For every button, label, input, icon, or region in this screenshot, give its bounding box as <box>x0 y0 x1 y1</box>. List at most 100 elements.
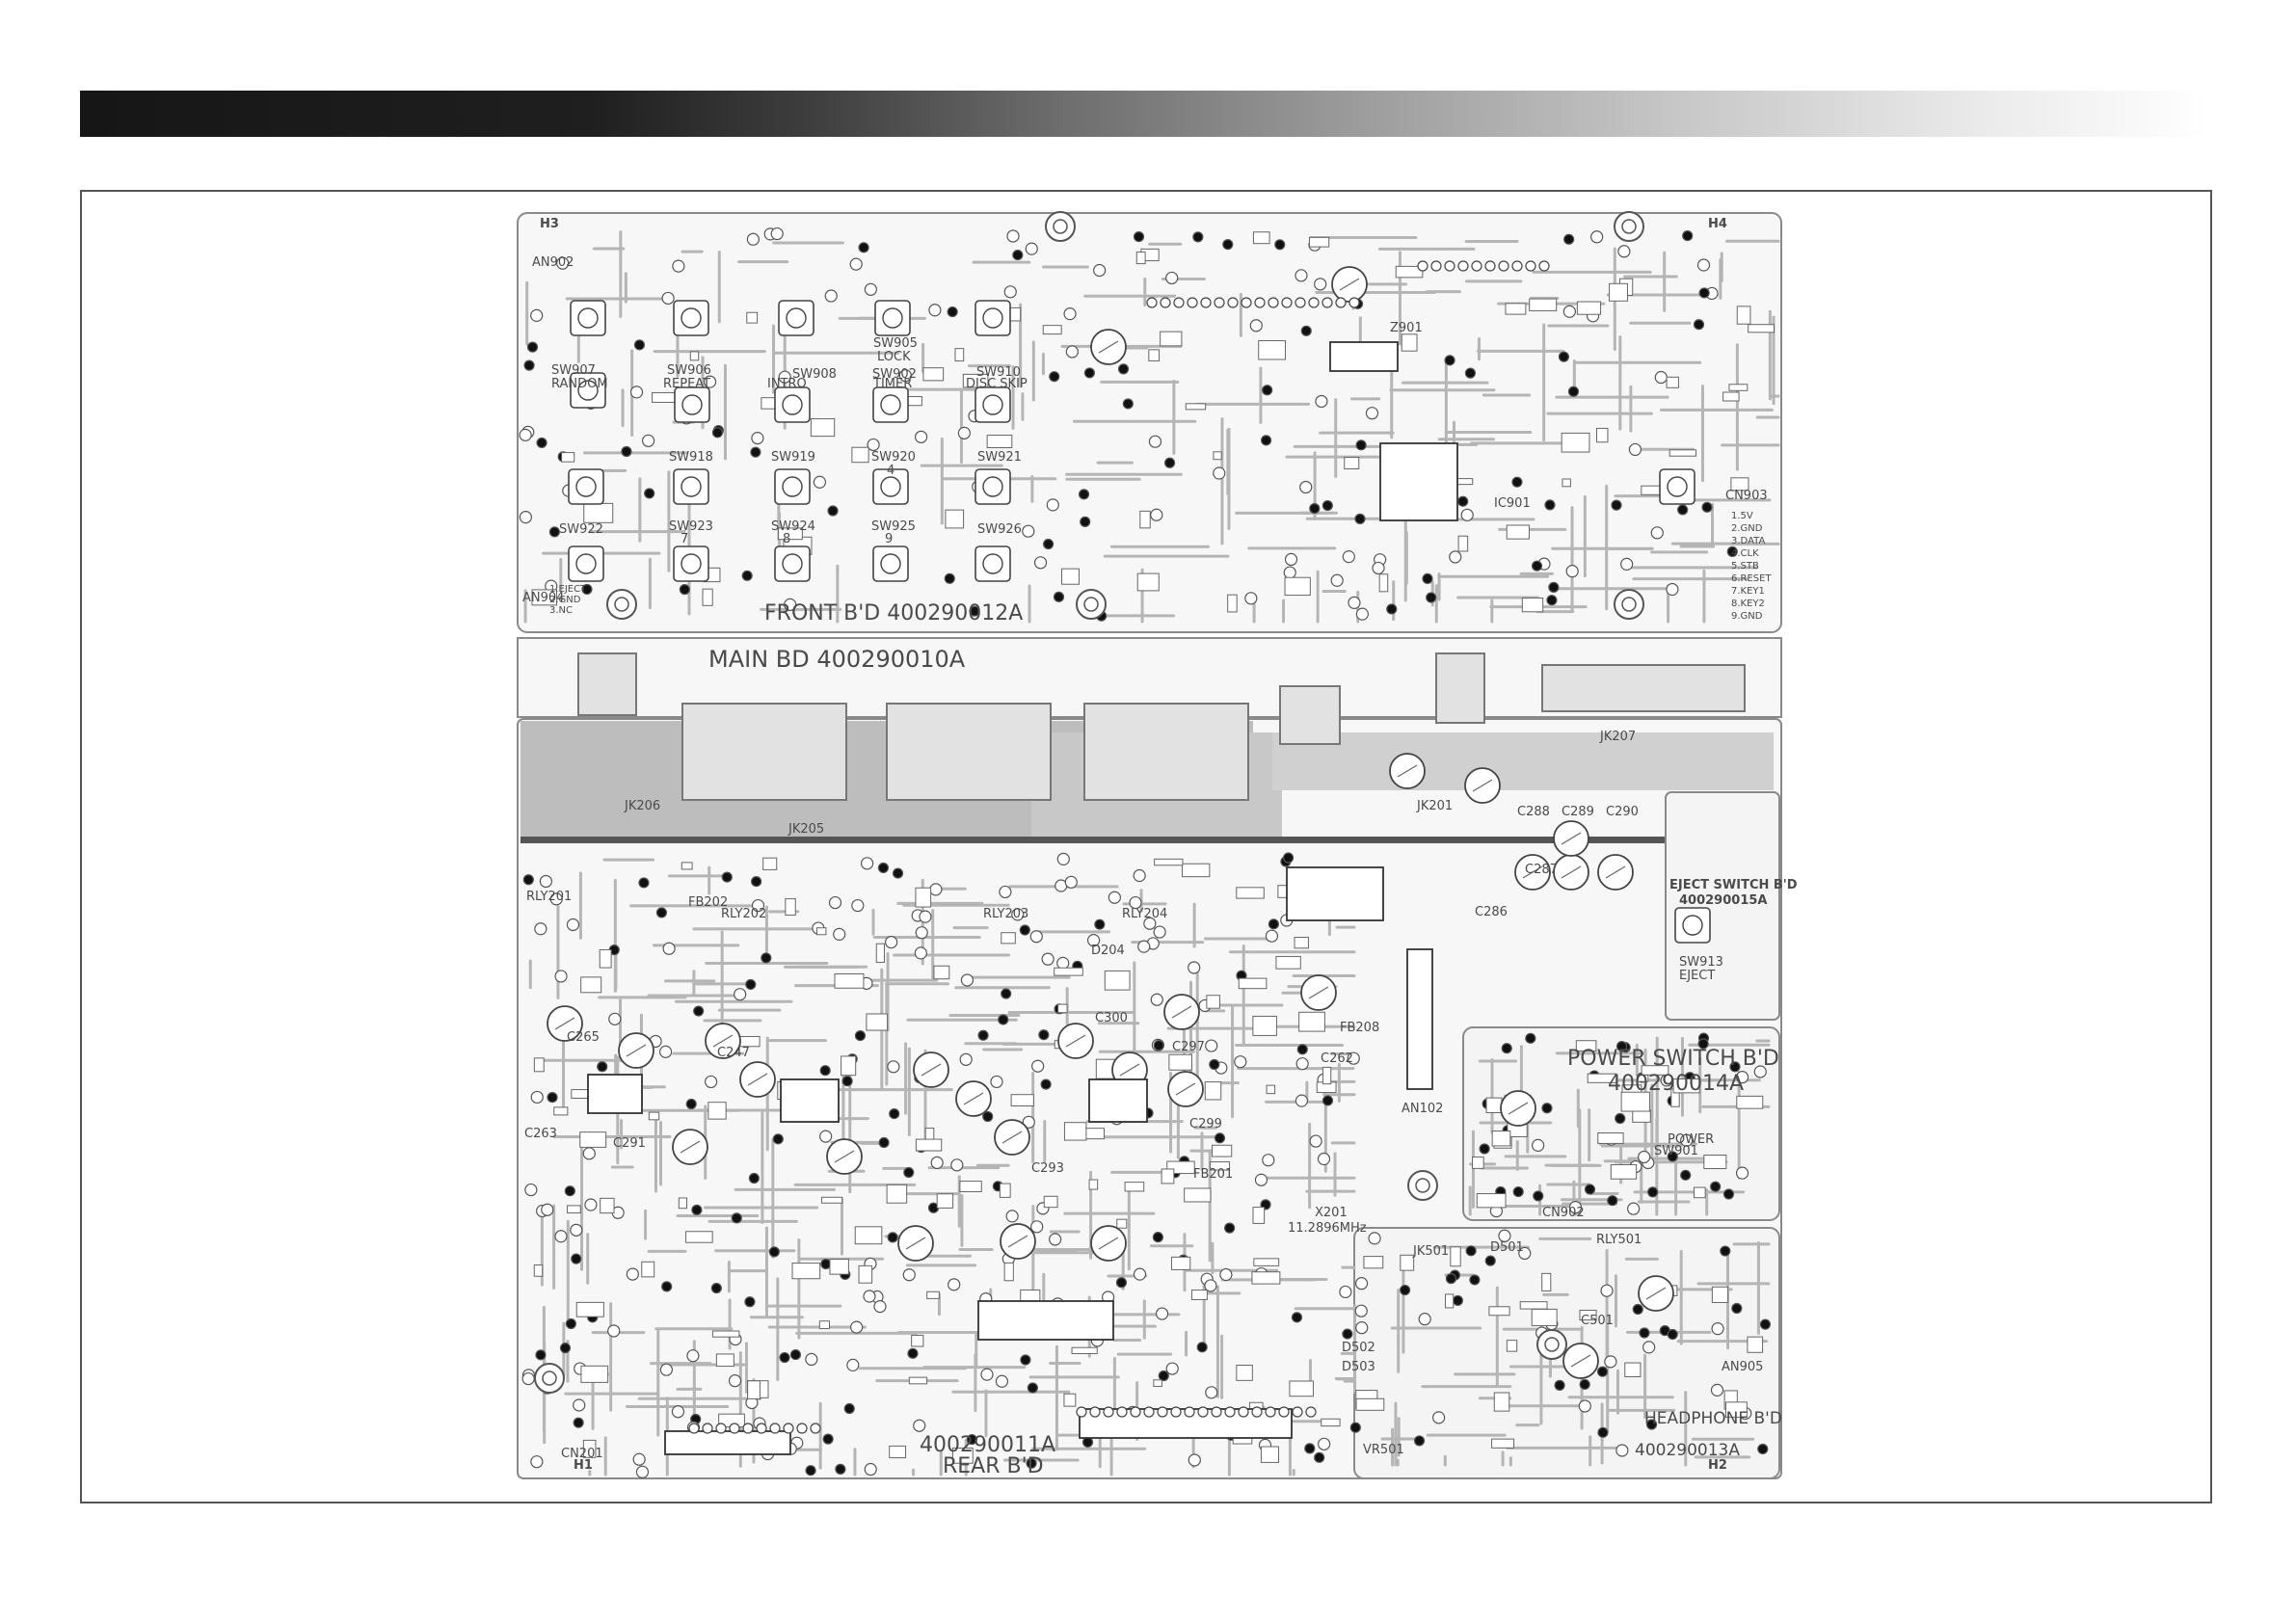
pcb-pad <box>1049 1233 1062 1246</box>
smd-component <box>1541 1272 1552 1291</box>
pcb-pad <box>1525 1032 1536 1044</box>
pcb-pad <box>1628 442 1642 457</box>
pcb-pad <box>1484 1255 1496 1266</box>
sw926-label: SW926 <box>977 522 1022 537</box>
smd-component <box>1672 1078 1700 1094</box>
mounting-hole-inner <box>1415 1178 1430 1193</box>
pcb-pad <box>1615 1041 1628 1052</box>
pcb-pad <box>536 437 547 449</box>
pcb-pad <box>1413 1435 1426 1447</box>
header-pin <box>1511 260 1523 272</box>
pcb-pad <box>534 922 547 936</box>
pcb-pad <box>1153 1040 1164 1051</box>
corner-mark-tr: H4 <box>1708 217 1727 231</box>
pcb-pad <box>1597 1426 1609 1438</box>
capacitor-mark <box>1472 779 1493 792</box>
push-switch <box>778 300 814 336</box>
smd-component <box>1161 1168 1175 1184</box>
pcb-pad <box>1234 1055 1247 1069</box>
pcb-pad <box>1011 908 1025 921</box>
smd-component <box>841 1055 857 1077</box>
pcb-pad <box>1693 319 1705 331</box>
pcb-pad <box>805 1465 816 1477</box>
pcb-pad <box>582 1147 596 1160</box>
smd-component <box>1485 1097 1503 1114</box>
pcb-pad <box>570 1223 583 1237</box>
cn903-pin-label: 3.DATA <box>1731 536 1765 546</box>
pcb-pad <box>632 1452 646 1466</box>
capacitor-mark <box>921 1063 942 1077</box>
pcb-pad <box>750 446 761 458</box>
pcb-pad <box>1422 572 1433 585</box>
push-switch-cap <box>882 307 903 329</box>
c287-label: C287 <box>1525 863 1558 877</box>
smd-component <box>702 588 713 606</box>
smd-component <box>1355 1397 1385 1411</box>
pcb-pad <box>928 304 942 317</box>
header-pin <box>1116 1406 1128 1418</box>
pcb-pad <box>1188 961 1201 974</box>
d204-label: D204 <box>1091 944 1125 958</box>
sw919-label: SW919 <box>771 450 815 465</box>
smd-component <box>1148 349 1161 361</box>
smd-component <box>1531 1308 1558 1326</box>
pcb-pad <box>1314 278 1327 291</box>
header-pin <box>1160 297 1171 308</box>
c290-label: C290 <box>1606 805 1639 819</box>
smd-component <box>1587 1073 1617 1083</box>
lock-label: LOCK <box>877 350 911 364</box>
pcb-pad <box>519 428 532 441</box>
smd-component <box>685 1231 713 1243</box>
smd-component <box>599 948 612 969</box>
pcb-pad <box>751 432 764 445</box>
pcb-pad <box>1133 230 1145 243</box>
pcb-pad <box>638 877 650 889</box>
header-pin <box>1444 260 1455 272</box>
pcb-pad <box>828 895 842 910</box>
num-8-label: 8 <box>783 532 790 546</box>
push-switch <box>568 468 604 505</box>
smd-component <box>1641 1065 1669 1076</box>
pcb-pad <box>635 1465 650 1478</box>
header-pin <box>1430 260 1442 272</box>
pcb-pad <box>990 1075 1003 1089</box>
smd-component <box>1636 1074 1649 1082</box>
pcb-pad <box>672 259 685 273</box>
push-switch <box>1674 907 1711 944</box>
pcb-pad <box>1309 1134 1322 1148</box>
pcb-pad <box>1022 1115 1035 1129</box>
pcb-pad <box>522 874 534 886</box>
cn903-pin-label: 6.RESET <box>1731 573 1772 584</box>
cn902-label: CN902 <box>1542 1206 1585 1220</box>
header-pin <box>1238 1406 1249 1418</box>
pcb-pad <box>703 375 717 388</box>
push-switch-cap <box>1667 476 1688 497</box>
push-switch-cap <box>782 553 803 574</box>
pcb-pad <box>539 874 552 889</box>
pcb-pad <box>878 1136 890 1149</box>
pcb-pad <box>1224 1222 1236 1234</box>
pcb-pad <box>1368 1232 1381 1245</box>
smd-component <box>945 509 965 529</box>
pcb-pad <box>1710 1383 1724 1397</box>
fb202-label: FB202 <box>688 895 728 910</box>
header-pin <box>1146 297 1158 308</box>
smd-component <box>1747 1336 1764 1353</box>
corner-mark-br: H2 <box>1708 1458 1727 1473</box>
switch-labels: SW907 RANDOM SW906 REPEAT SW908 INTRO SW… <box>551 336 1723 983</box>
push-switch <box>570 372 606 409</box>
cn903-pin-label: 7.KEY1 <box>1731 586 1765 597</box>
rear-board-name: REAR B'D <box>943 1454 1044 1478</box>
smd-component <box>707 1102 727 1120</box>
smd-component <box>875 943 885 964</box>
pcb-pad <box>877 862 890 874</box>
c299-label: C299 <box>1189 1117 1222 1131</box>
ic-package <box>587 1074 643 1114</box>
pcb-pad <box>1347 1051 1360 1065</box>
pcb-pad <box>1354 1304 1368 1317</box>
pcb-pad <box>1464 367 1477 379</box>
sw918-label: SW918 <box>669 450 713 465</box>
smd-component <box>1054 967 1083 976</box>
header-pin <box>1157 1406 1168 1418</box>
